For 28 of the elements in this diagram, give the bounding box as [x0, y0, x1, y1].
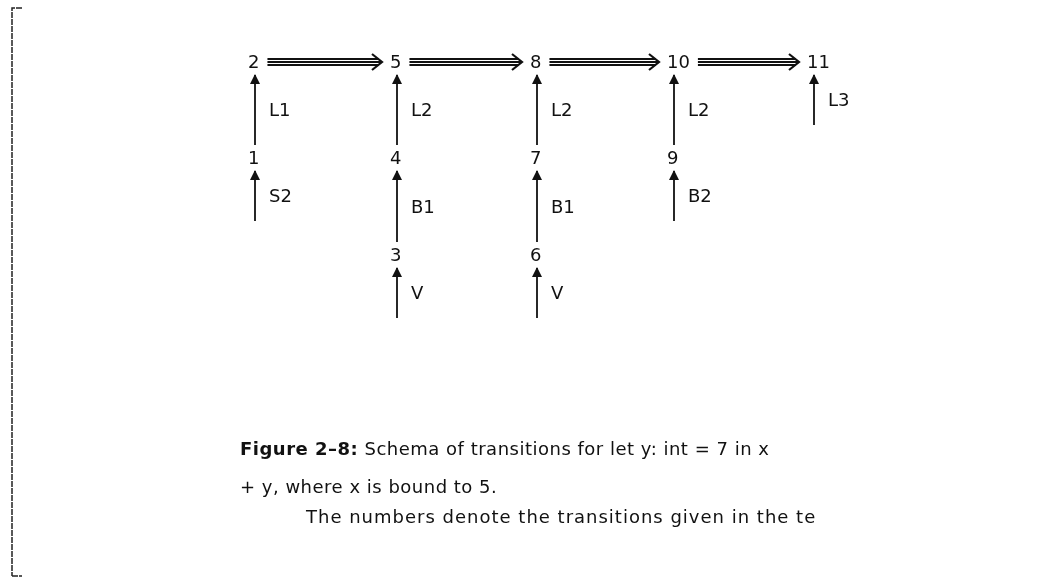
arrow: [669, 74, 679, 146]
arrow: [532, 170, 542, 243]
transition-number: 2: [248, 52, 260, 72]
caption-note: The numbers denote the transitions given in the te: [306, 507, 817, 527]
arrow: [809, 74, 819, 126]
arrow: [532, 267, 542, 319]
transition-number: 3: [390, 245, 402, 265]
transition-number: 4: [390, 148, 402, 168]
arrow: [392, 74, 402, 146]
double-arrow: [548, 52, 661, 72]
double-arrow: [408, 52, 524, 72]
arrow: [669, 170, 679, 222]
arrow: [532, 74, 542, 146]
transition-number: 6: [530, 245, 542, 265]
double-arrow: [697, 52, 801, 72]
figure-caption: Figure 2–8: Schema of transitions for let y: int = 7 in x + y, where x is bound to 5.: [240, 437, 771, 499]
double-arrow: [266, 52, 384, 72]
transition-number: 7: [530, 148, 542, 168]
arrow: [250, 74, 260, 146]
arrow: [392, 170, 402, 243]
transition-number: 9: [667, 148, 679, 168]
transition-number: 11: [807, 52, 830, 72]
transition-number: 10: [667, 52, 690, 72]
arrow: [250, 170, 260, 222]
transition-number: 8: [530, 52, 542, 72]
transition-number: 1: [248, 148, 260, 168]
arrow: [392, 267, 402, 319]
transition-number: 5: [390, 52, 402, 72]
